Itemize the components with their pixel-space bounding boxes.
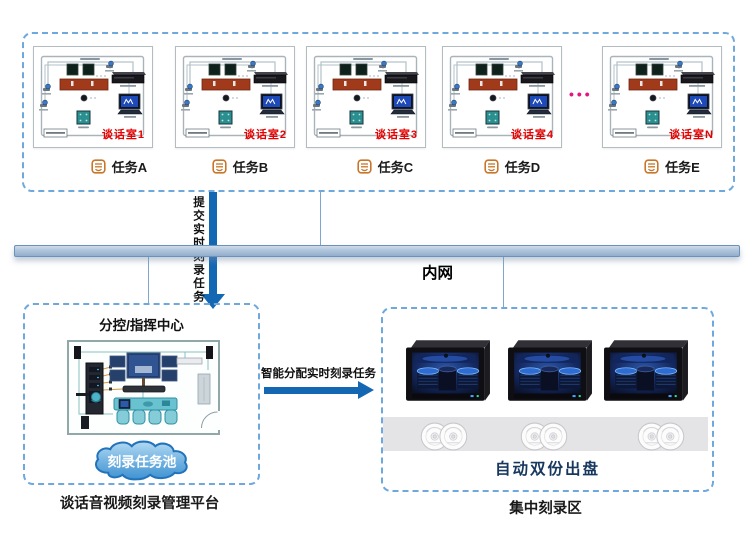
interview-room-card: 谈话室1 [33, 46, 153, 148]
room-number-label: 谈话室N [669, 129, 714, 141]
dual-disc-output-label: 自动双份出盘 [494, 461, 600, 478]
task-item: 任务A [64, 155, 174, 177]
connector-line [320, 192, 321, 245]
more-rooms-ellipsis: ••• [569, 86, 593, 102]
interview-room-card: 谈话室4 [442, 46, 562, 148]
intranet-bus-bar [14, 245, 740, 257]
task-label: 任务D [504, 159, 541, 175]
control-center-group: 分控/指挥中心 刻录任务池 [23, 303, 260, 485]
disc-pair-icon [520, 421, 568, 452]
task-label: 任务A [111, 159, 148, 175]
platform-caption: 谈话音视频刻录管理平台 [59, 496, 220, 512]
room-number-label: 谈话室3 [374, 129, 418, 141]
task-item: 任务B [185, 155, 295, 177]
interview-room-card: 谈话室N [602, 46, 722, 148]
task-label: 任务C [377, 159, 414, 175]
task-list-icon [212, 159, 227, 174]
control-room-schematic-icon [65, 336, 222, 439]
dispatch-arrow-head [358, 381, 374, 399]
disc-burner-icon [507, 337, 593, 405]
burn-area-caption: 集中刻录区 [509, 501, 582, 517]
task-list-icon [484, 159, 499, 174]
room-number-label: 谈话室2 [243, 129, 287, 141]
disc-burner-icon [405, 337, 491, 405]
task-list-icon [357, 159, 372, 174]
burn-area-group: 自动双份出盘 [381, 307, 714, 492]
connector-line [148, 257, 149, 303]
task-item: 任务E [617, 155, 727, 177]
submit-arrow [209, 192, 217, 295]
submit-arrow-head [201, 294, 225, 309]
task-label: 任务E [665, 159, 700, 175]
task-item: 任务D [457, 155, 567, 177]
task-label: 任务B [232, 159, 269, 175]
room-number-label: 谈话室4 [510, 129, 554, 141]
task-list-icon [644, 159, 659, 174]
intranet-label: 内网 [422, 265, 454, 282]
disc-pair-icon [420, 421, 468, 452]
task-pool-cloud: 刻录任务池 [95, 440, 188, 481]
task-item: 任务C [330, 155, 440, 177]
interview-rooms-group [22, 32, 735, 192]
task-list-icon [91, 159, 106, 174]
room-number-label: 谈话室1 [101, 129, 145, 141]
disc-burner-icon [603, 337, 689, 405]
dispatch-arrow [264, 387, 358, 394]
interview-room-card: 谈话室3 [306, 46, 426, 148]
disc-pair-icon [637, 421, 685, 452]
dispatch-arrow-label: 智能分配实时刻录任务 [261, 368, 376, 380]
control-center-title: 分控/指挥中心 [99, 318, 184, 333]
connector-line [503, 257, 504, 307]
task-pool-label: 刻录任务池 [108, 454, 177, 470]
interview-room-card: 谈话室2 [175, 46, 295, 148]
